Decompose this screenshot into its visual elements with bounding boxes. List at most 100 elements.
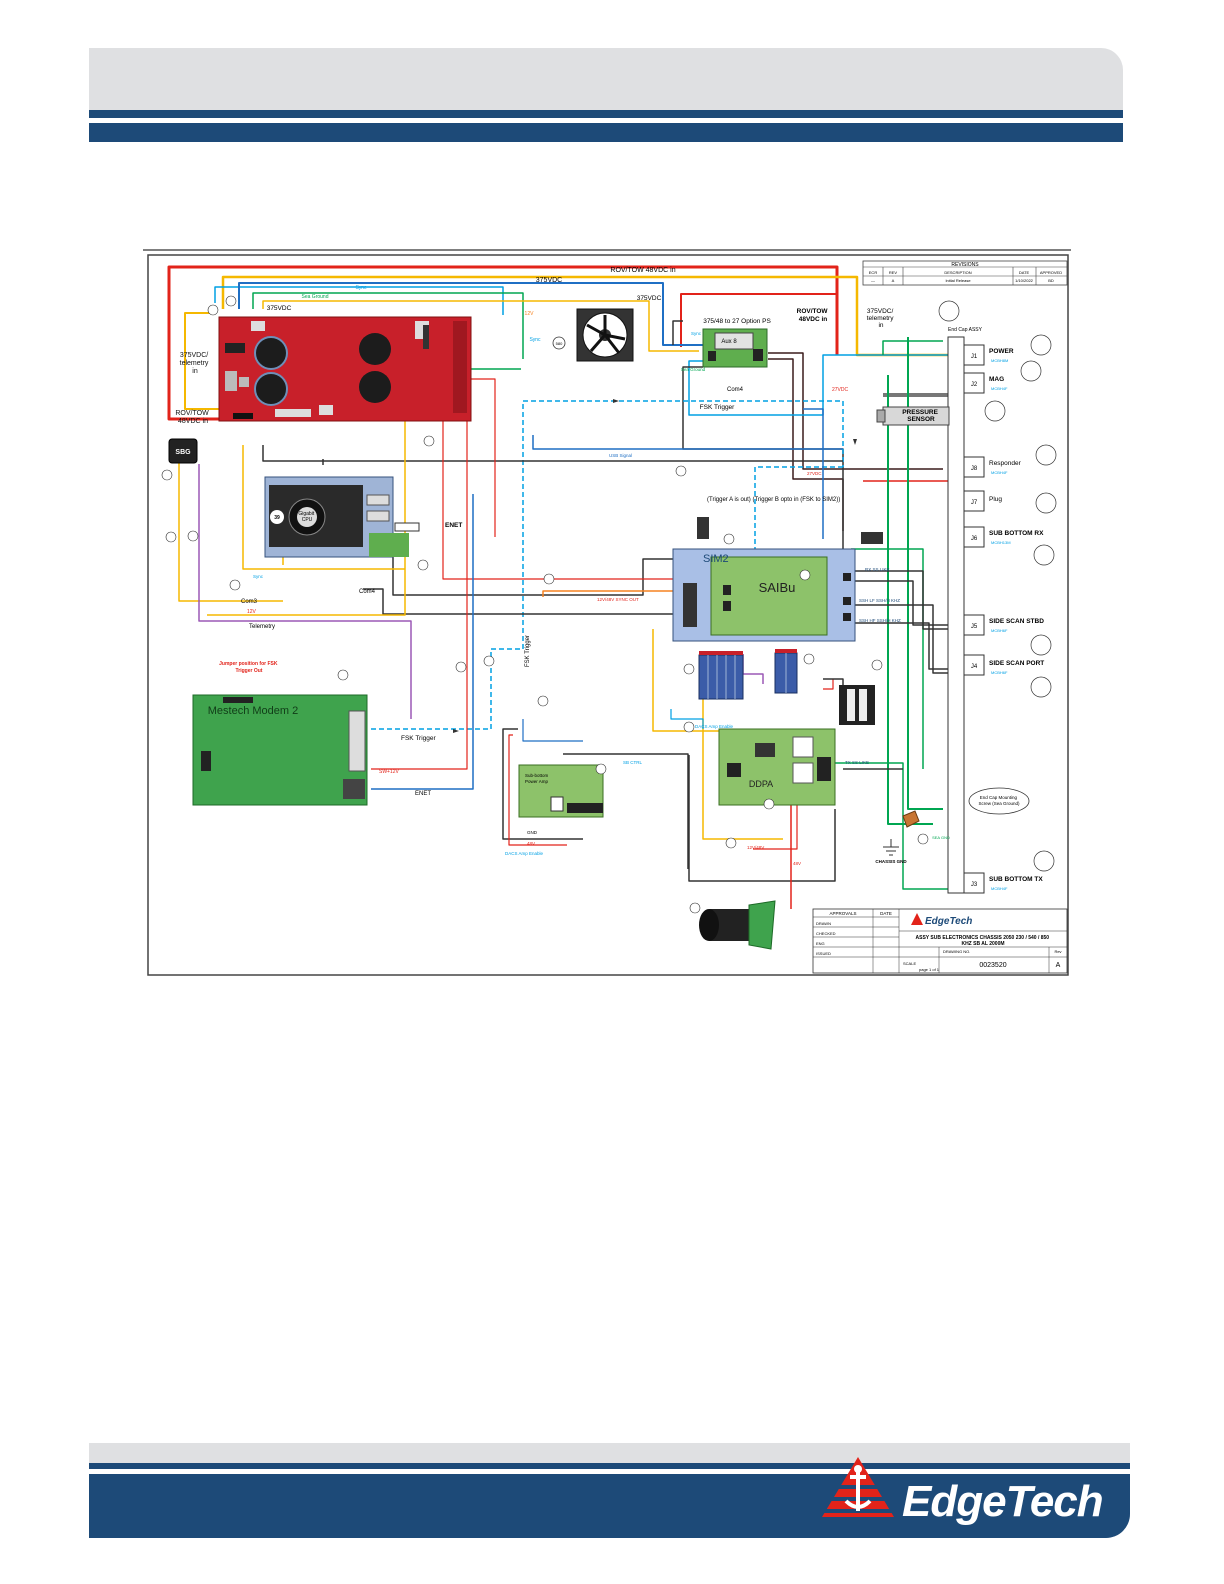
v375-label-b: 375VDC bbox=[267, 305, 292, 312]
v12-label: 12V bbox=[525, 311, 535, 317]
gnd-label: GND bbox=[527, 830, 538, 835]
svg-text:J6: J6 bbox=[971, 536, 978, 542]
jumper-note: Jumper position for FSK Trigger Out bbox=[219, 661, 279, 674]
cpu-board bbox=[264, 476, 420, 558]
svg-text:MCBH13M: MCBH13M bbox=[991, 540, 1011, 545]
wire-harness bbox=[167, 265, 948, 909]
sbg-module: SBG bbox=[168, 438, 198, 464]
ground-lug-icon bbox=[902, 810, 920, 828]
connector-j5: J5 SIDE SCAN STBD MCBH6F bbox=[971, 618, 1044, 633]
fsk-trigger-vertical-label: FSK Trigger bbox=[525, 635, 531, 667]
svg-text:J2: J2 bbox=[971, 382, 978, 388]
title-block: APPROVALS DATE DRAWN CHECKED ENG ISSUED … bbox=[812, 908, 1068, 974]
sync-label-2: Sync bbox=[529, 337, 541, 343]
brand-wordmark: EdgeTech bbox=[902, 1477, 1104, 1526]
modem-label: Mestech Modem 2 bbox=[208, 705, 298, 717]
svg-text:J7: J7 bbox=[971, 500, 978, 506]
svg-text:Responder: Responder bbox=[989, 460, 1022, 467]
v48b-label: 48V bbox=[793, 861, 801, 866]
fsk-arrow-right-icon bbox=[613, 399, 619, 403]
svg-text:MCBH4F: MCBH4F bbox=[991, 470, 1008, 475]
svg-text:SUB BOTTOM RX: SUB BOTTOM RX bbox=[989, 530, 1044, 537]
rev-header-ecr: ECR bbox=[869, 270, 878, 275]
svg-text:Plug: Plug bbox=[989, 496, 1002, 503]
svg-text:ISSUED: ISSUED bbox=[816, 951, 831, 956]
svg-text:J4: J4 bbox=[971, 664, 978, 670]
chassis-gnd-label: CHASSIS GND bbox=[875, 859, 907, 864]
svg-text:MAG: MAG bbox=[989, 376, 1004, 383]
converter-27vdc: 27VDC bbox=[832, 387, 849, 393]
connector-j3: J3 SUB BOTTOM TX MCBH4F bbox=[971, 876, 1044, 891]
revisions-block: REVISIONS ECR REV DESCRIPTION DATE APPRO… bbox=[862, 260, 1068, 286]
enet2-label: ENET bbox=[415, 791, 431, 797]
modem-fsk-label: FSK Trigger bbox=[401, 735, 437, 742]
rov-in-label: ROV/TOW 48VDC in bbox=[610, 267, 675, 274]
sw12-label: SW+12V bbox=[379, 769, 400, 775]
header-grey-band bbox=[89, 48, 1123, 110]
psu-rov-label: ROV/TOW 48VDC in bbox=[175, 410, 210, 425]
dacs-label: DACS Amp Enable bbox=[695, 724, 734, 729]
tx-ss-label: TX SS LIKE bbox=[845, 760, 869, 765]
rev-cell-approved: BD bbox=[1048, 278, 1054, 283]
footer-navy-band bbox=[89, 1474, 1130, 1538]
saibu-label: SAIBu bbox=[759, 580, 796, 595]
endcap-label: End Cap ASSY bbox=[948, 327, 983, 333]
psu-telemetry-label: 375VDC/ telemetry in bbox=[180, 352, 211, 375]
callout-bubbles bbox=[161, 295, 929, 914]
connector-j6: J6 SUB BOTTOM RX MCBH13M bbox=[971, 530, 1044, 545]
svg-text:MCBH4F: MCBH4F bbox=[991, 386, 1008, 391]
rev-header-desc: DESCRIPTION bbox=[944, 270, 971, 275]
rev-header-date: DATE bbox=[1019, 270, 1030, 275]
header-navy-band bbox=[89, 123, 1123, 142]
svg-text:CHECKED: CHECKED bbox=[816, 931, 836, 936]
svg-text:POWER: POWER bbox=[989, 348, 1014, 355]
footer-navy-stripe bbox=[89, 1463, 1130, 1469]
converter-sea-ground: Sea Ground bbox=[681, 367, 706, 372]
header-white-stripe bbox=[89, 118, 1123, 123]
svg-text:SIDE SCAN STBD: SIDE SCAN STBD bbox=[989, 618, 1044, 625]
capacitor-bank-b bbox=[774, 649, 798, 694]
sim2-label: SIM2 bbox=[703, 553, 729, 565]
sim2-board bbox=[672, 517, 883, 642]
connector-j2: J2 MAG MCBH4F bbox=[971, 376, 1008, 391]
svg-text:SCALE: SCALE bbox=[903, 961, 916, 966]
v27-wire-label: 27VDC bbox=[807, 471, 822, 476]
svg-text:0023520: 0023520 bbox=[979, 962, 1006, 969]
usb-signal-label: USB Signal bbox=[609, 453, 632, 458]
sea-gnd-label: SEA GND bbox=[932, 835, 950, 840]
cooling-fan bbox=[576, 308, 634, 362]
cpu-bubble: 39 bbox=[274, 515, 280, 521]
transducer-icon bbox=[699, 900, 776, 950]
svg-text:J3: J3 bbox=[971, 882, 978, 888]
svg-text:DATE: DATE bbox=[880, 911, 892, 916]
converter-aux: Aux 8 bbox=[721, 339, 737, 345]
svg-text:Rev: Rev bbox=[1054, 949, 1061, 954]
v12-48-label: 12V/48V bbox=[747, 845, 764, 850]
v48-label: 48V bbox=[527, 841, 535, 846]
rev-cell-date: 1/10/2022 bbox=[1015, 278, 1034, 283]
svg-text:A: A bbox=[1056, 962, 1061, 969]
sync-label: Sync bbox=[355, 285, 367, 291]
end-cap-assembly bbox=[947, 336, 985, 894]
converter-rov-label: ROV/TOW 48VDC in bbox=[797, 308, 830, 323]
svg-text:J5: J5 bbox=[971, 624, 978, 630]
rev-cell-desc: Initial Release bbox=[945, 278, 971, 283]
ss-hf-label: SSH HF SSH/H KHZ bbox=[859, 618, 901, 623]
rev-header-rev: REV bbox=[889, 270, 898, 275]
svg-text:page 1 of 1: page 1 of 1 bbox=[919, 967, 940, 972]
mounting-screw-label: End Cap Mounting Screw (Sea Ground) bbox=[978, 795, 1020, 806]
edgetech-logo-icon bbox=[820, 1457, 896, 1517]
modem-fsk-arrow-icon bbox=[453, 729, 459, 733]
com3-wire-label: Com3 bbox=[241, 599, 258, 605]
fsk-arrow-down-icon bbox=[853, 439, 857, 445]
drawing-title: ASSY SUB ELECTRONICS CHASSIS 2050 230 / … bbox=[916, 935, 1051, 947]
sea-ground-label: Sea Ground bbox=[302, 294, 329, 300]
rx-ss-label: RX SS LIKE bbox=[865, 567, 890, 572]
pressure-sensor: PRESSURE SENSOR bbox=[876, 406, 950, 426]
svg-text:MCBH8M: MCBH8M bbox=[991, 358, 1008, 363]
svg-text:ENG: ENG bbox=[816, 941, 825, 946]
telemetry-label: Telemetry bbox=[249, 624, 275, 630]
rev-cell-rev: A bbox=[892, 278, 895, 283]
svg-text:PRESSURE SENSOR: PRESSURE SENSOR bbox=[902, 409, 940, 423]
fan-bubble-text: 580 bbox=[556, 341, 563, 346]
